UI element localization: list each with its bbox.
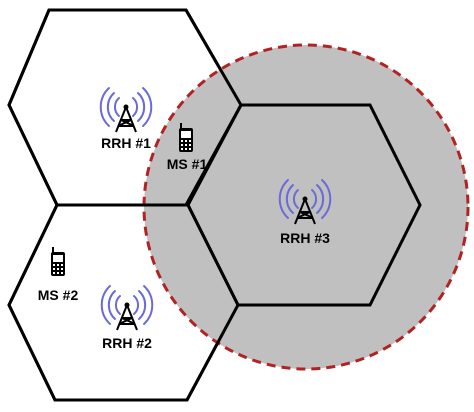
radio-tower-icon — [278, 179, 332, 225]
rrh3-coverage-area — [142, 43, 470, 371]
rrh3-label: RRH #3 — [280, 230, 330, 246]
cell-3-outline — [186, 103, 422, 307]
mobile-phone-icon — [51, 247, 65, 276]
rrh2-label: RRH #2 — [102, 335, 152, 351]
mobile-phone-icon — [179, 123, 193, 152]
rrh1-label: RRH #1 — [101, 135, 151, 151]
ms1-label: MS #1 — [167, 156, 208, 172]
ms2-label: MS #2 — [38, 287, 79, 303]
